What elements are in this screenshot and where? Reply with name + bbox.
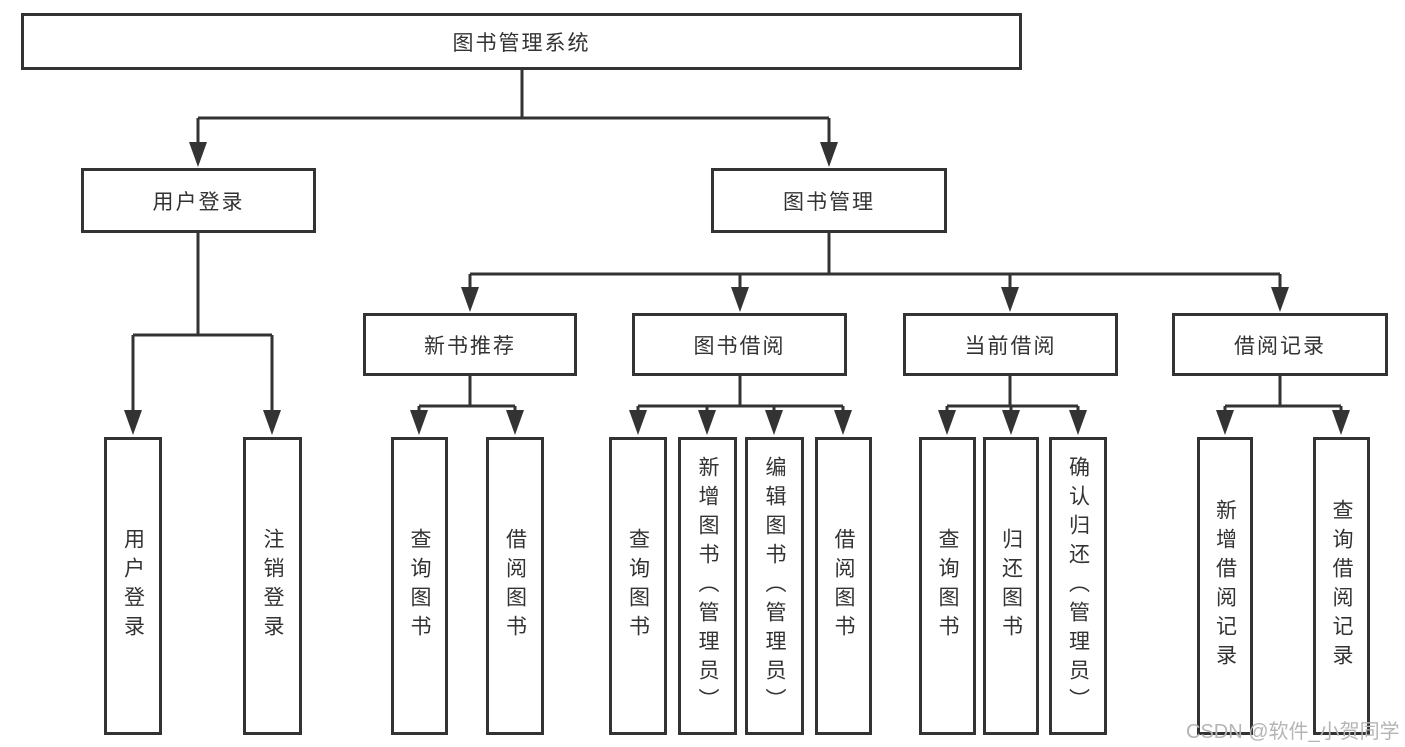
- leaf-borrow-books-1-label: 借阅图书: [503, 528, 527, 644]
- arrowhead-icon: [938, 410, 956, 435]
- leaf-add-borrow-record: 新增借阅记录: [1197, 437, 1253, 735]
- leaf-query-books-1-label: 查询图书: [408, 528, 431, 644]
- leaf-edit-book-admin-label: 编辑图书（管理员）: [763, 455, 786, 717]
- leaf-add-book-admin: 新增图书（管理员）: [678, 437, 737, 735]
- leaf-query-books-3: 查询图书: [919, 437, 976, 735]
- leaf-return-books: 归还图书: [983, 437, 1039, 735]
- node-new-book-recommend: 新书推荐: [363, 313, 577, 376]
- leaf-query-books-2: 查询图书: [609, 437, 667, 735]
- leaf-user-login: 用户登录: [104, 437, 162, 735]
- leaf-query-books-3-label: 查询图书: [936, 528, 959, 644]
- leaf-add-book-admin-label: 新增图书（管理员）: [696, 455, 719, 717]
- arrowhead-icon: [461, 287, 479, 312]
- arrowhead-icon: [410, 410, 428, 435]
- arrowhead-icon: [629, 410, 647, 435]
- node-borrow-records: 借阅记录: [1172, 313, 1388, 376]
- arrowhead-icon: [1002, 410, 1020, 435]
- node-user-login-label: 用户登录: [152, 190, 245, 214]
- arrowhead-icon: [731, 287, 749, 312]
- arrowhead-icon: [834, 410, 852, 435]
- node-book-borrow-label: 图书借阅: [693, 334, 786, 358]
- leaf-edit-book-admin: 编辑图书（管理员）: [745, 437, 804, 735]
- leaf-borrow-books-1: 借阅图书: [486, 437, 544, 735]
- leaf-logout: 注销登录: [243, 437, 302, 735]
- leaf-query-borrow-record: 查询借阅记录: [1313, 437, 1370, 735]
- arrowhead-icon: [189, 142, 207, 167]
- arrowhead-icon: [506, 410, 524, 435]
- leaf-query-books-2-label: 查询图书: [626, 528, 650, 644]
- watermark: CSDN @软件_小贺同学: [1186, 721, 1400, 743]
- arrowhead-icon: [765, 410, 783, 435]
- node-new-book-recommend-label: 新书推荐: [424, 334, 516, 358]
- arrowhead-icon: [1216, 410, 1234, 435]
- leaf-borrow-books-2-label: 借阅图书: [832, 528, 855, 644]
- leaf-query-borrow-record-label: 查询借阅记录: [1330, 499, 1353, 673]
- node-book-borrow: 图书借阅: [632, 313, 847, 376]
- arrowhead-icon: [1271, 287, 1289, 312]
- arrowhead-icon: [820, 142, 838, 167]
- node-root: 图书管理系统: [21, 13, 1022, 70]
- leaf-return-books-label: 归还图书: [999, 528, 1023, 644]
- leaf-borrow-books-2: 借阅图书: [815, 437, 872, 735]
- leaf-add-borrow-record-label: 新增借阅记录: [1213, 499, 1237, 673]
- arrowhead-icon: [1332, 410, 1350, 435]
- leaf-confirm-return-admin-label: 确认归还（管理员）: [1066, 455, 1090, 717]
- node-book-management-label: 图书管理: [783, 190, 875, 214]
- arrowhead-icon: [1001, 287, 1019, 312]
- node-current-borrow-label: 当前借阅: [964, 334, 1057, 358]
- leaf-confirm-return-admin: 确认归还（管理员）: [1049, 437, 1107, 735]
- node-borrow-records-label: 借阅记录: [1234, 334, 1326, 358]
- node-root-label: 图书管理系统: [452, 31, 591, 55]
- leaf-query-books-1: 查询图书: [391, 437, 448, 735]
- arrowhead-icon: [263, 410, 281, 435]
- arrowhead-icon: [124, 410, 142, 435]
- node-book-management: 图书管理: [711, 168, 947, 233]
- arrowhead-icon: [698, 410, 716, 435]
- node-user-login: 用户登录: [81, 168, 316, 233]
- node-current-borrow: 当前借阅: [903, 313, 1118, 376]
- leaf-logout-label: 注销登录: [261, 528, 284, 644]
- leaf-user-login-label: 用户登录: [121, 528, 145, 644]
- arrowhead-icon: [1069, 410, 1087, 435]
